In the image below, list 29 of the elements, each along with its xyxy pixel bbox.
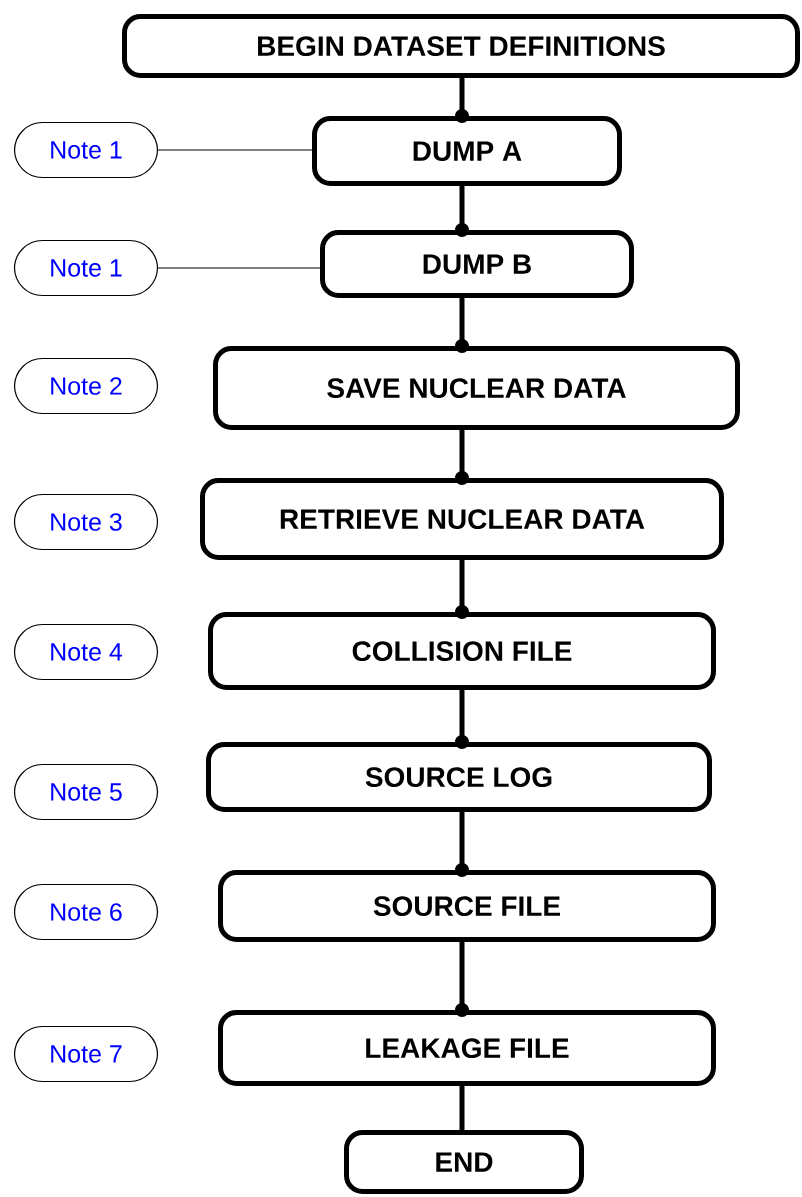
note-bubble: Note 1: [13, 121, 159, 179]
leader-line: [157, 149, 313, 151]
process-box: COLLISION FILE: [208, 612, 716, 690]
note-bubble: Note 2: [13, 357, 159, 415]
note-bubble: Note 6: [13, 883, 159, 941]
note-bubble: Note 7: [13, 1025, 159, 1083]
process-box: SOURCE FILE: [218, 870, 716, 942]
process-box: DUMP B: [320, 230, 634, 298]
connector: [455, 186, 469, 237]
note-bubble: Note 1: [13, 239, 159, 297]
end-box: END: [344, 1130, 584, 1194]
note-bubble: Note 4: [13, 623, 159, 681]
connector: [455, 942, 469, 1017]
connector-line: [459, 1086, 465, 1130]
process-box: DUMP A: [312, 116, 622, 186]
note-bubble: Note 5: [13, 763, 159, 821]
process-box: LEAKAGE FILE: [218, 1010, 716, 1086]
process-box: SOURCE LOG: [206, 742, 712, 812]
connector: [455, 690, 469, 749]
note-bubble: Note 3: [13, 493, 159, 551]
connector: [455, 430, 469, 485]
process-box: SAVE NUCLEAR DATA: [213, 346, 740, 430]
connector: [455, 78, 469, 123]
leader-line: [157, 267, 321, 269]
connector: [455, 298, 469, 353]
start-box: BEGIN DATASET DEFINITIONS: [122, 14, 800, 78]
connector: [455, 560, 469, 619]
connector: [455, 812, 469, 877]
process-box: RETRIEVE NUCLEAR DATA: [200, 478, 724, 560]
